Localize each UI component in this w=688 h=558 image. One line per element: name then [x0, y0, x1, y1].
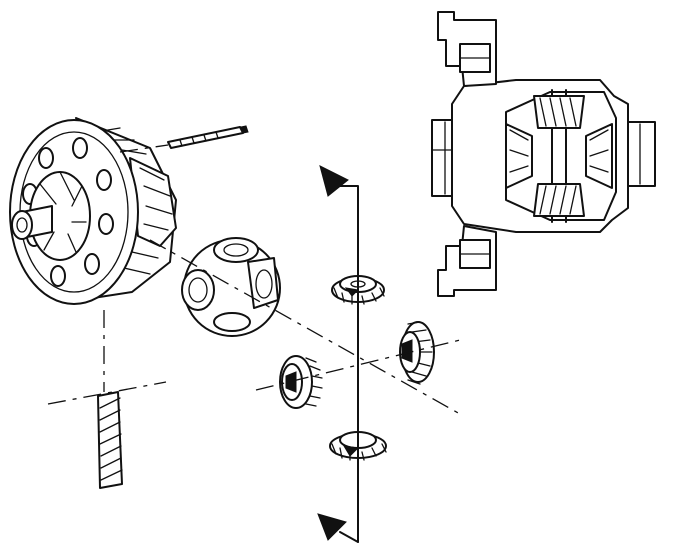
upper-direction-arrow: [319, 165, 359, 201]
assembly-centerlines: [47, 144, 461, 543]
ring-gear-assembly: [9, 117, 177, 305]
bolt-holes: [22, 137, 114, 287]
lower-direction-arrow: [317, 513, 359, 543]
pinion-cross-pin: [167, 125, 249, 149]
assembled-differential-section: [431, 11, 656, 297]
differential-case: [181, 237, 281, 337]
lower-pin: [97, 391, 123, 489]
left-side-gear: [279, 355, 323, 409]
